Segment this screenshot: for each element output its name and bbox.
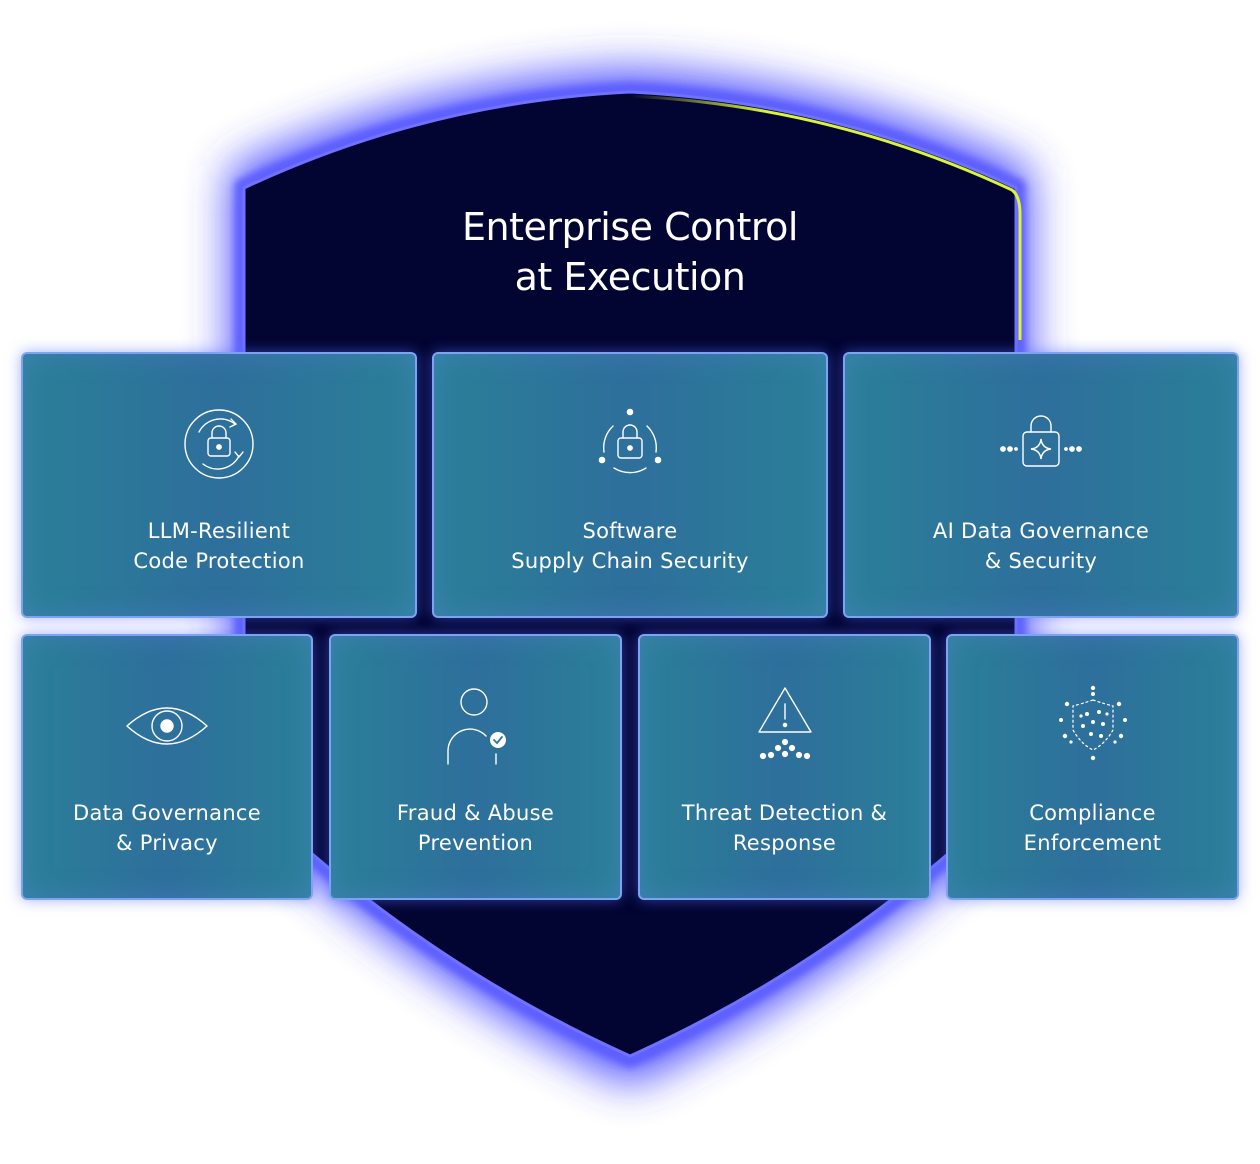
card-software-supply-chain-security: Software Supply Chain Security [432,352,828,618]
eye-icon [125,684,209,768]
card-label: Compliance Enforcement [948,798,1237,858]
rotating-lock-icon [177,402,261,486]
card-label: Data Governance & Privacy [23,798,311,858]
dotted-shield-icon [1051,684,1135,768]
card-label-line-2: & Security [984,549,1098,573]
card-label-line-2: Enforcement [1023,831,1162,855]
card-data-governance-privacy: Data Governance & Privacy [21,634,313,900]
card-label-line-2: Code Protection [133,549,305,573]
sparkle-lock-icon [999,402,1083,486]
card-label-line-2: & Privacy [116,831,218,855]
card-label-line-1: AI Data Governance [932,519,1150,543]
card-compliance-enforcement: Compliance Enforcement [946,634,1239,900]
card-label: LLM-Resilient Code Protection [23,516,415,576]
lock-orbit-icon [588,402,672,486]
card-label: Fraud & Abuse Prevention [331,798,620,858]
card-label-line-1: LLM-Resilient [147,519,291,543]
card-label-line-1: Compliance [1029,801,1156,825]
card-llm-resilient-code-protection: LLM-Resilient Code Protection [21,352,417,618]
card-threat-detection-response: Threat Detection & Response [638,634,931,900]
card-label-line-2: Prevention [417,831,534,855]
card-label: Threat Detection & Response [640,798,929,858]
card-label-line-2: Response [732,831,837,855]
card-fraud-abuse-prevention: Fraud & Abuse Prevention [329,634,622,900]
title-line-1: Enterprise Control [462,205,798,249]
card-label-line-2: Supply Chain Security [511,549,749,573]
user-check-icon [434,684,518,768]
card-label-line-1: Threat Detection & [681,801,888,825]
diagram-title: Enterprise Control at Execution [330,202,930,302]
warning-triangle-icon [743,684,827,768]
card-label-line-1: Software [582,519,678,543]
card-ai-data-governance-security: AI Data Governance & Security [843,352,1239,618]
title-line-2: at Execution [514,255,746,299]
card-label: AI Data Governance & Security [845,516,1237,576]
card-label: Software Supply Chain Security [434,516,826,576]
card-label-line-1: Fraud & Abuse [396,801,555,825]
card-label-line-1: Data Governance [72,801,261,825]
